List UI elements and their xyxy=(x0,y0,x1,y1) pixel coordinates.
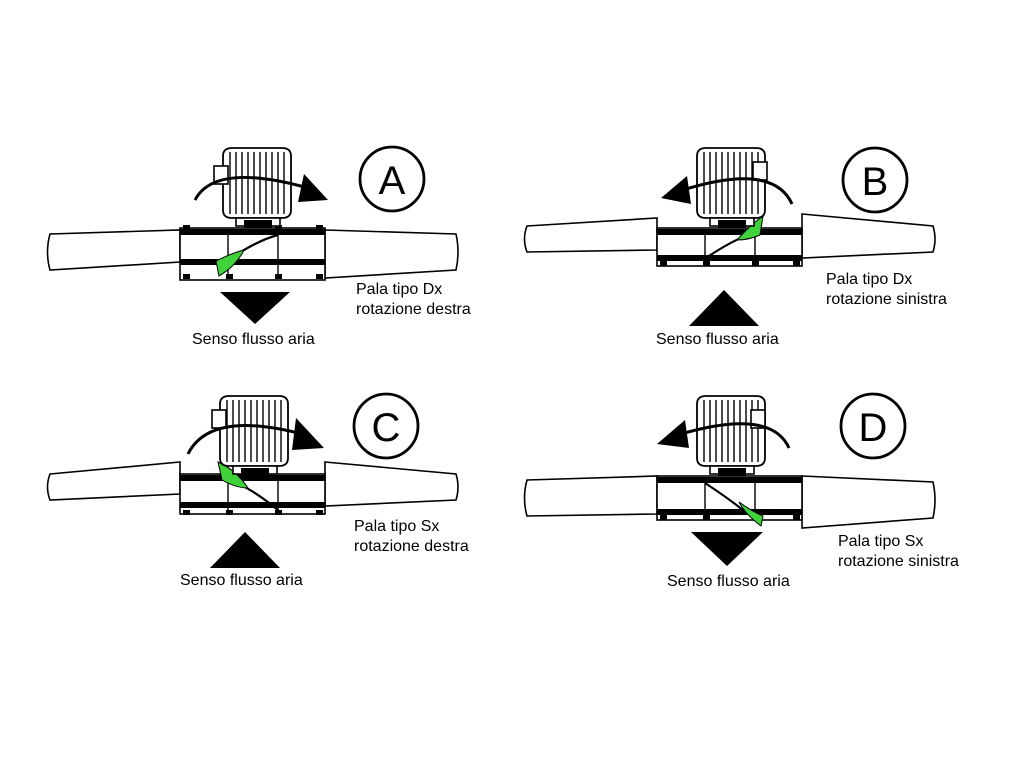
hub xyxy=(179,227,326,281)
blade-left xyxy=(523,475,658,517)
blade-left xyxy=(46,229,181,271)
letter-circle-a xyxy=(358,145,426,213)
blade-pitch-green xyxy=(217,461,249,489)
motor xyxy=(213,147,292,228)
panel-a: A Pala tipo Dx rotazione destra Senso fl… xyxy=(0,140,512,390)
blade-pitch-green xyxy=(735,214,764,241)
blade-right xyxy=(801,213,936,259)
airflow-arrow-up xyxy=(689,290,759,326)
letter-circle-c xyxy=(352,392,420,460)
airflow-label-c: Senso flusso aria xyxy=(180,572,303,589)
blade-left xyxy=(523,217,658,253)
panel-b: B Pala tipo Dx rotazione sinistra Senso … xyxy=(477,140,989,390)
airflow-label-d: Senso flusso aria xyxy=(667,573,790,590)
rotation-label-d: rotazione sinistra xyxy=(838,553,959,570)
rotation-arrow-left xyxy=(680,422,791,449)
motor xyxy=(696,147,768,228)
letter-a: A xyxy=(379,159,406,203)
airflow-arrow-down xyxy=(691,532,763,566)
blade-type-label-a: Pala tipo Dx xyxy=(356,281,443,298)
airflow-label-b: Senso flusso aria xyxy=(656,331,779,348)
rotation-arrow-left xyxy=(682,177,794,205)
blade-left xyxy=(46,461,181,501)
motor xyxy=(211,395,289,476)
panel-c: C Pala tipo Sx rotazione destra Senso fl… xyxy=(0,388,512,638)
blade-type-label-c: Pala tipo Sx xyxy=(354,518,440,535)
letter-circle-b xyxy=(841,146,909,214)
letter-c: C xyxy=(372,406,401,450)
rotation-label-a: rotazione destra xyxy=(356,301,471,318)
blade-pitch-green xyxy=(215,249,245,277)
blade-right xyxy=(801,475,936,529)
letter-circle-d xyxy=(839,392,907,460)
letter-b: B xyxy=(862,160,889,204)
fan-assembly-d: D xyxy=(523,392,936,566)
rotation-arrow-right xyxy=(186,424,303,455)
airflow-label-a: Senso flusso aria xyxy=(192,331,315,348)
airflow-arrow-down xyxy=(220,292,290,324)
fan-assembly-c: C xyxy=(46,392,459,568)
blade-right xyxy=(324,229,459,279)
blade-type-label-b: Pala tipo Dx xyxy=(826,271,913,288)
blade-right xyxy=(324,461,459,507)
rotation-arrow-right xyxy=(193,175,309,201)
motor xyxy=(696,395,766,476)
letter-d: D xyxy=(859,406,888,450)
airflow-arrow-up xyxy=(210,532,280,568)
rotation-label-c: rotazione destra xyxy=(354,538,469,555)
blade-type-label-d: Pala tipo Sx xyxy=(838,533,924,550)
blade-pitch-green xyxy=(738,501,764,527)
rotation-label-b: rotazione sinistra xyxy=(826,291,947,308)
fan-assembly-a: A xyxy=(46,145,459,324)
fan-assembly-b: B xyxy=(523,146,936,326)
panel-d: D Pala tipo Sx rotazione sinistra Senso … xyxy=(477,388,989,638)
